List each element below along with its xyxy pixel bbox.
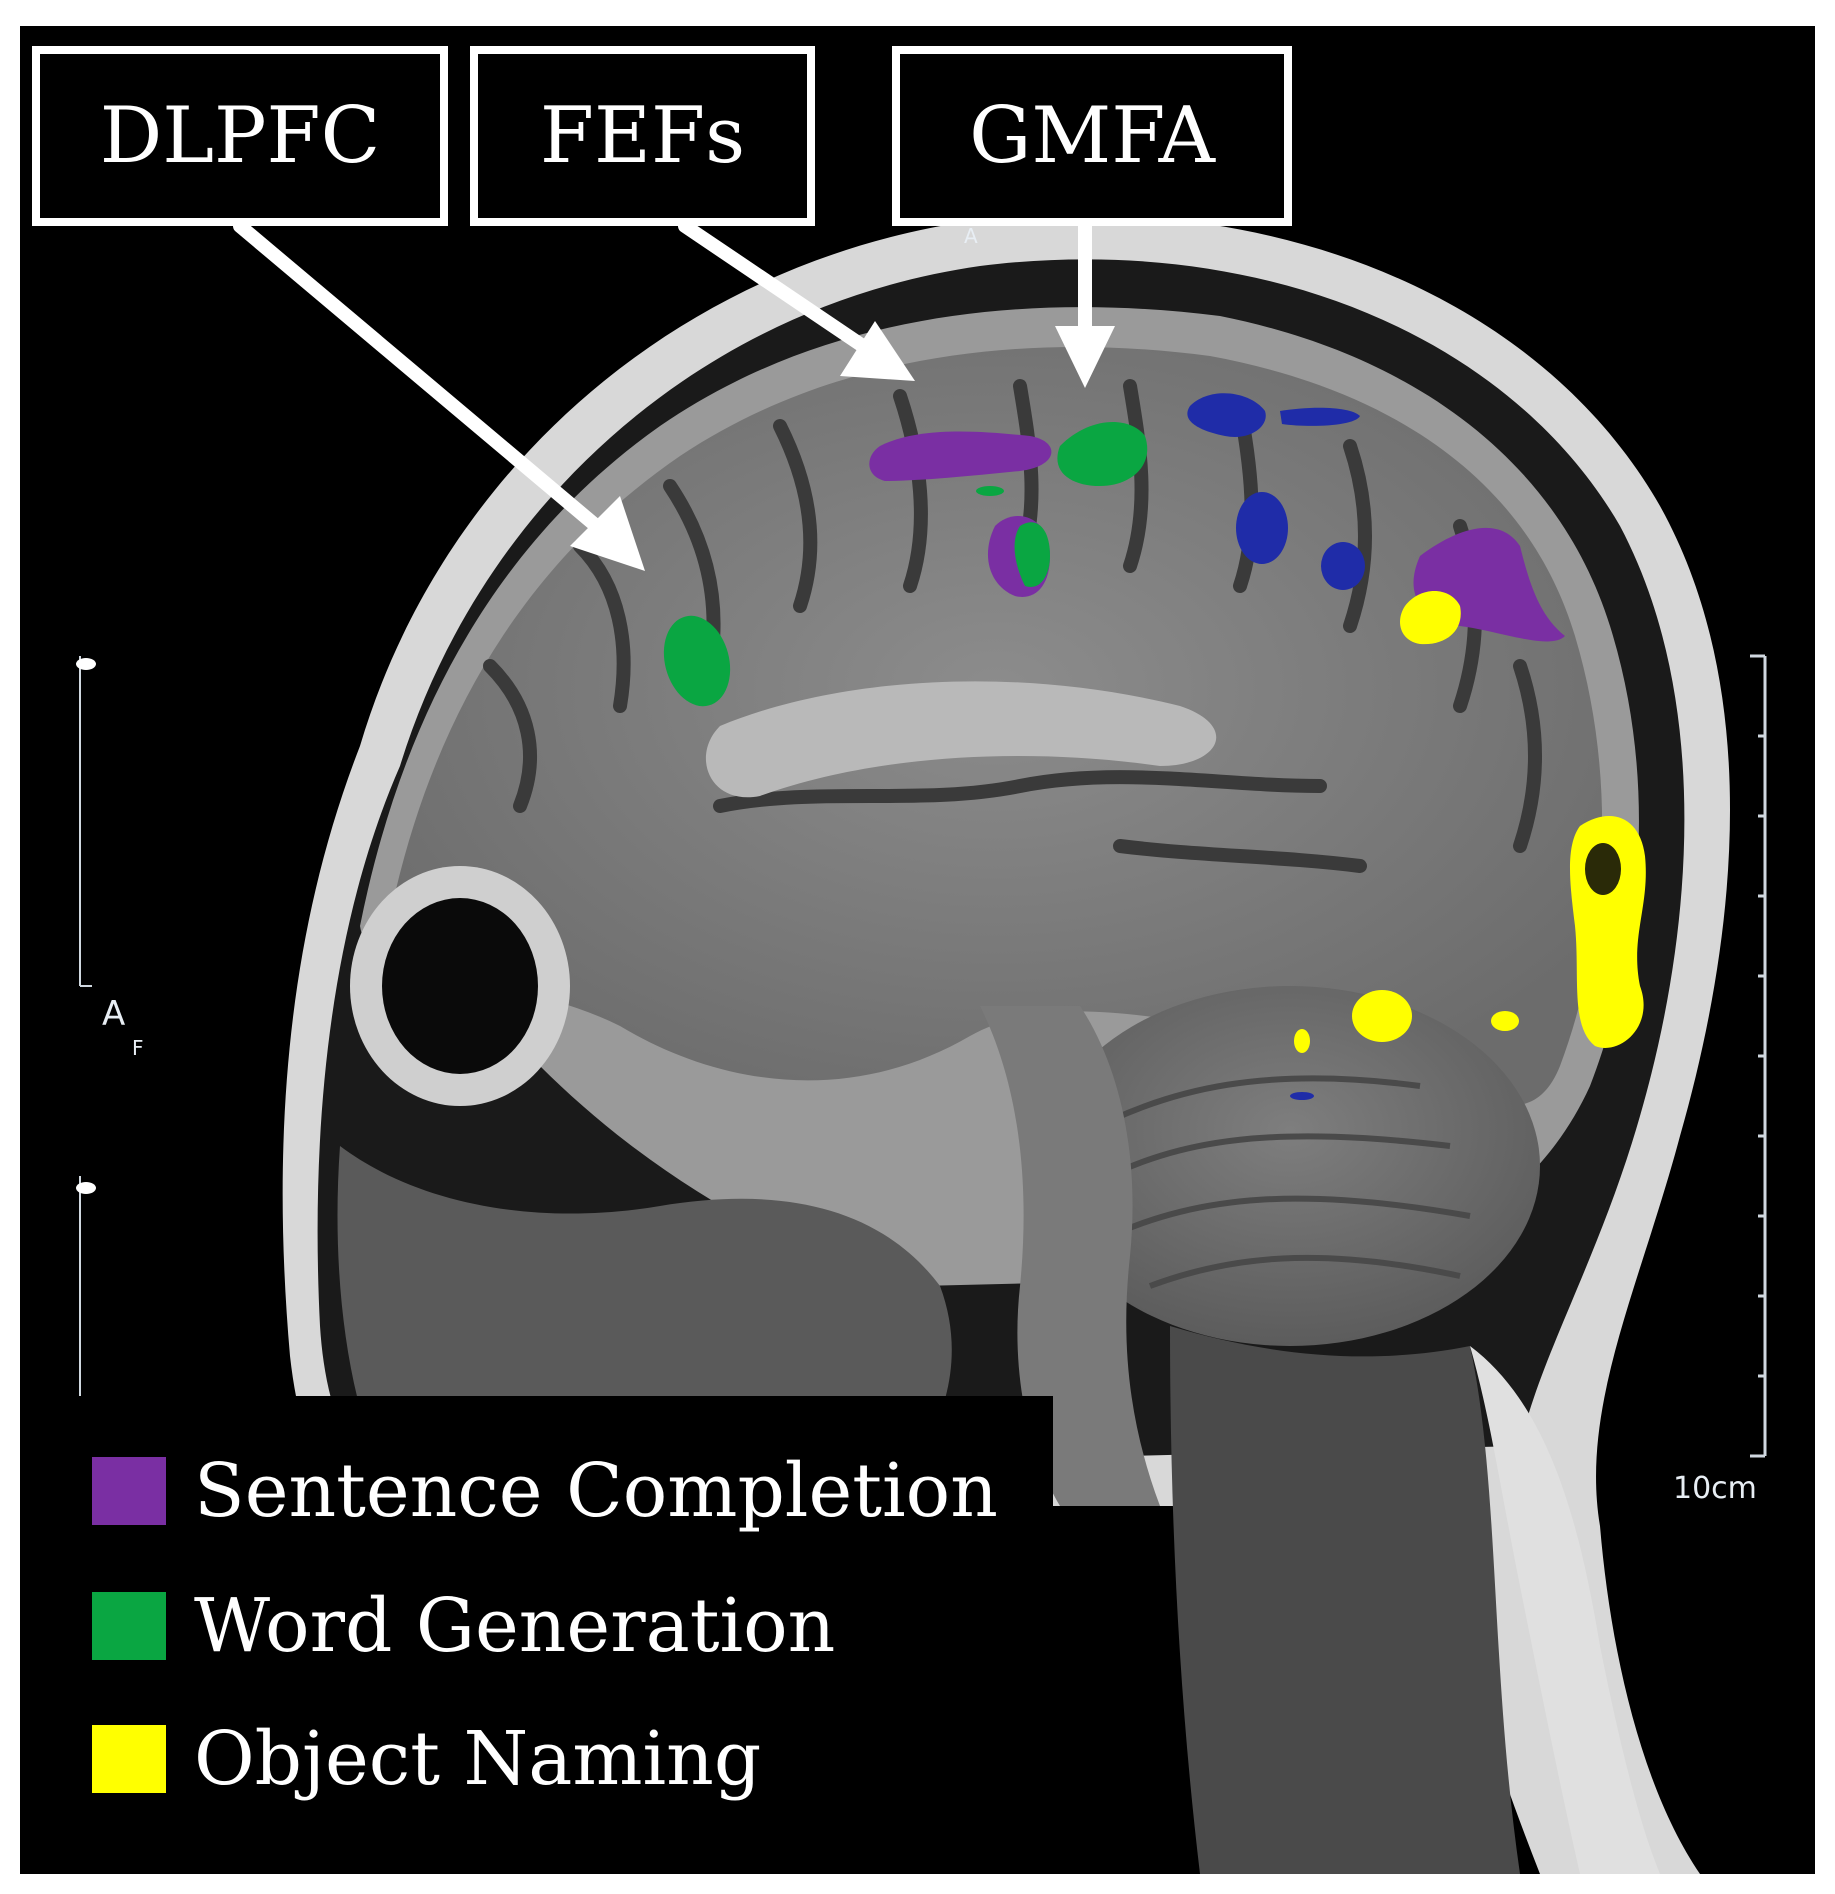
legend-swatch (92, 1457, 166, 1525)
arrowheads (570, 321, 1115, 571)
brainstem (980, 1006, 1160, 1506)
corpus-callosum (705, 681, 1217, 798)
orientation-marker-a: A (102, 994, 126, 1034)
orientation-marker-top: A (964, 224, 978, 248)
label-fefs: FEFs (470, 46, 815, 226)
legend-label: Object Naming (194, 1716, 762, 1802)
left-ruler (79, 656, 92, 1396)
eyeball (382, 898, 538, 1074)
legend-item-word-generation: Word Generation (92, 1581, 835, 1671)
activations-other (1187, 393, 1365, 1100)
legend-label: Word Generation (194, 1583, 836, 1669)
left-markers (76, 658, 96, 1194)
label-gmfa: GMFA (892, 46, 1292, 226)
legend: Sentence Completion Word Generation Obje… (68, 1396, 1053, 1874)
scale-label: 10cm (1673, 1471, 1757, 1506)
neck-tissue (1170, 1326, 1520, 1874)
neck-skin (1470, 1346, 1660, 1874)
orientation-marker-f: F (132, 1036, 144, 1060)
legend-item-object-naming: Object Naming (92, 1714, 761, 1804)
object-naming-core (1585, 843, 1621, 895)
scale-bar (1750, 654, 1767, 1458)
legend-label: Sentence Completion (194, 1448, 998, 1534)
label-dlpfc: DLPFC (32, 46, 448, 226)
legend-swatch (92, 1592, 166, 1660)
mri-figure: DLPFC FEFs GMFA A A F 10cm Sentence Comp… (20, 26, 1815, 1874)
legend-swatch (92, 1725, 166, 1793)
activations-word-generation (663, 422, 1148, 707)
legend-item-sentence-completion: Sentence Completion (92, 1446, 998, 1536)
cerebellum (1040, 986, 1540, 1346)
